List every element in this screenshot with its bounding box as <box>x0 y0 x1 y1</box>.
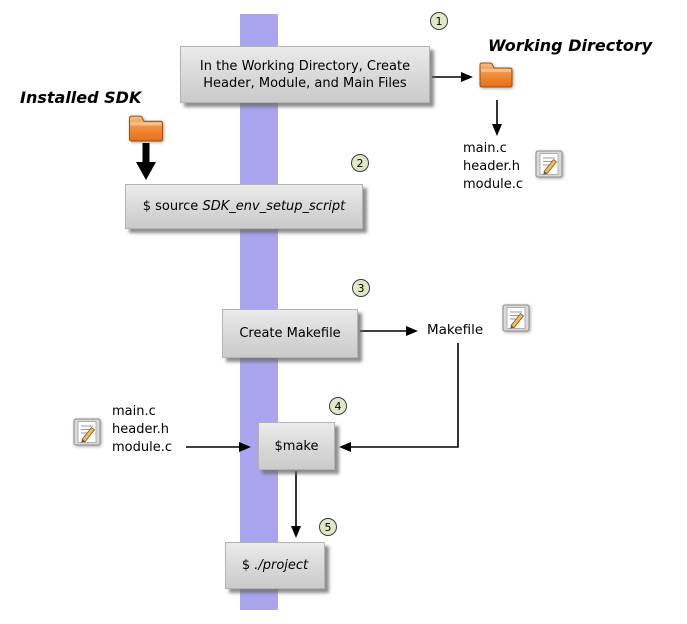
step-badge-4: 4 <box>329 397 347 415</box>
working-dir-files-file-icon <box>535 150 563 178</box>
run-project-name: ./project <box>254 558 309 573</box>
input-files-label: main.c header.h module.c <box>112 404 172 455</box>
source-prefix-text: $ source <box>142 199 203 214</box>
step-box-run-label: $ ./project <box>242 557 308 574</box>
step-box-create-makefile: Create Makefile <box>222 309 358 358</box>
input-files-file-icon <box>73 418 101 446</box>
step-badge-3: 3 <box>352 279 370 297</box>
installed-sdk-heading: Installed SDK <box>20 88 142 107</box>
working-dir-files-label: main.c header.h module.c <box>463 141 523 192</box>
working-directory-heading: Working Directory <box>488 36 653 55</box>
run-prefix-text: $ <box>241 558 255 573</box>
step-box-source-label: $ source SDK_env_setup_script <box>143 198 346 215</box>
arrow-makefile-to-make <box>339 343 459 452</box>
step-box-source-script: $ source SDK_env_setup_script <box>125 184 363 229</box>
step-box-create-files-label: In the Working Directory, Create Header,… <box>199 58 411 91</box>
makefile-file-icon <box>502 304 530 332</box>
step-badge-1: 1 <box>430 12 448 30</box>
step-box-run-project: $ ./project <box>225 542 325 589</box>
step-box-make: $make <box>258 422 335 470</box>
installed-sdk-folder-icon <box>127 111 165 143</box>
step-badge-2: 2 <box>351 154 369 172</box>
step-badge-5: 5 <box>319 518 337 536</box>
source-script-name: SDK_env_setup_script <box>202 199 346 214</box>
working-directory-folder-icon <box>478 58 514 89</box>
step-box-create-files: In the Working Directory, Create Header,… <box>180 46 430 103</box>
step-box-make-label: $make <box>274 438 319 454</box>
step-box-create-makefile-label: Create Makefile <box>239 326 341 341</box>
makefile-label: Makefile <box>427 322 484 338</box>
